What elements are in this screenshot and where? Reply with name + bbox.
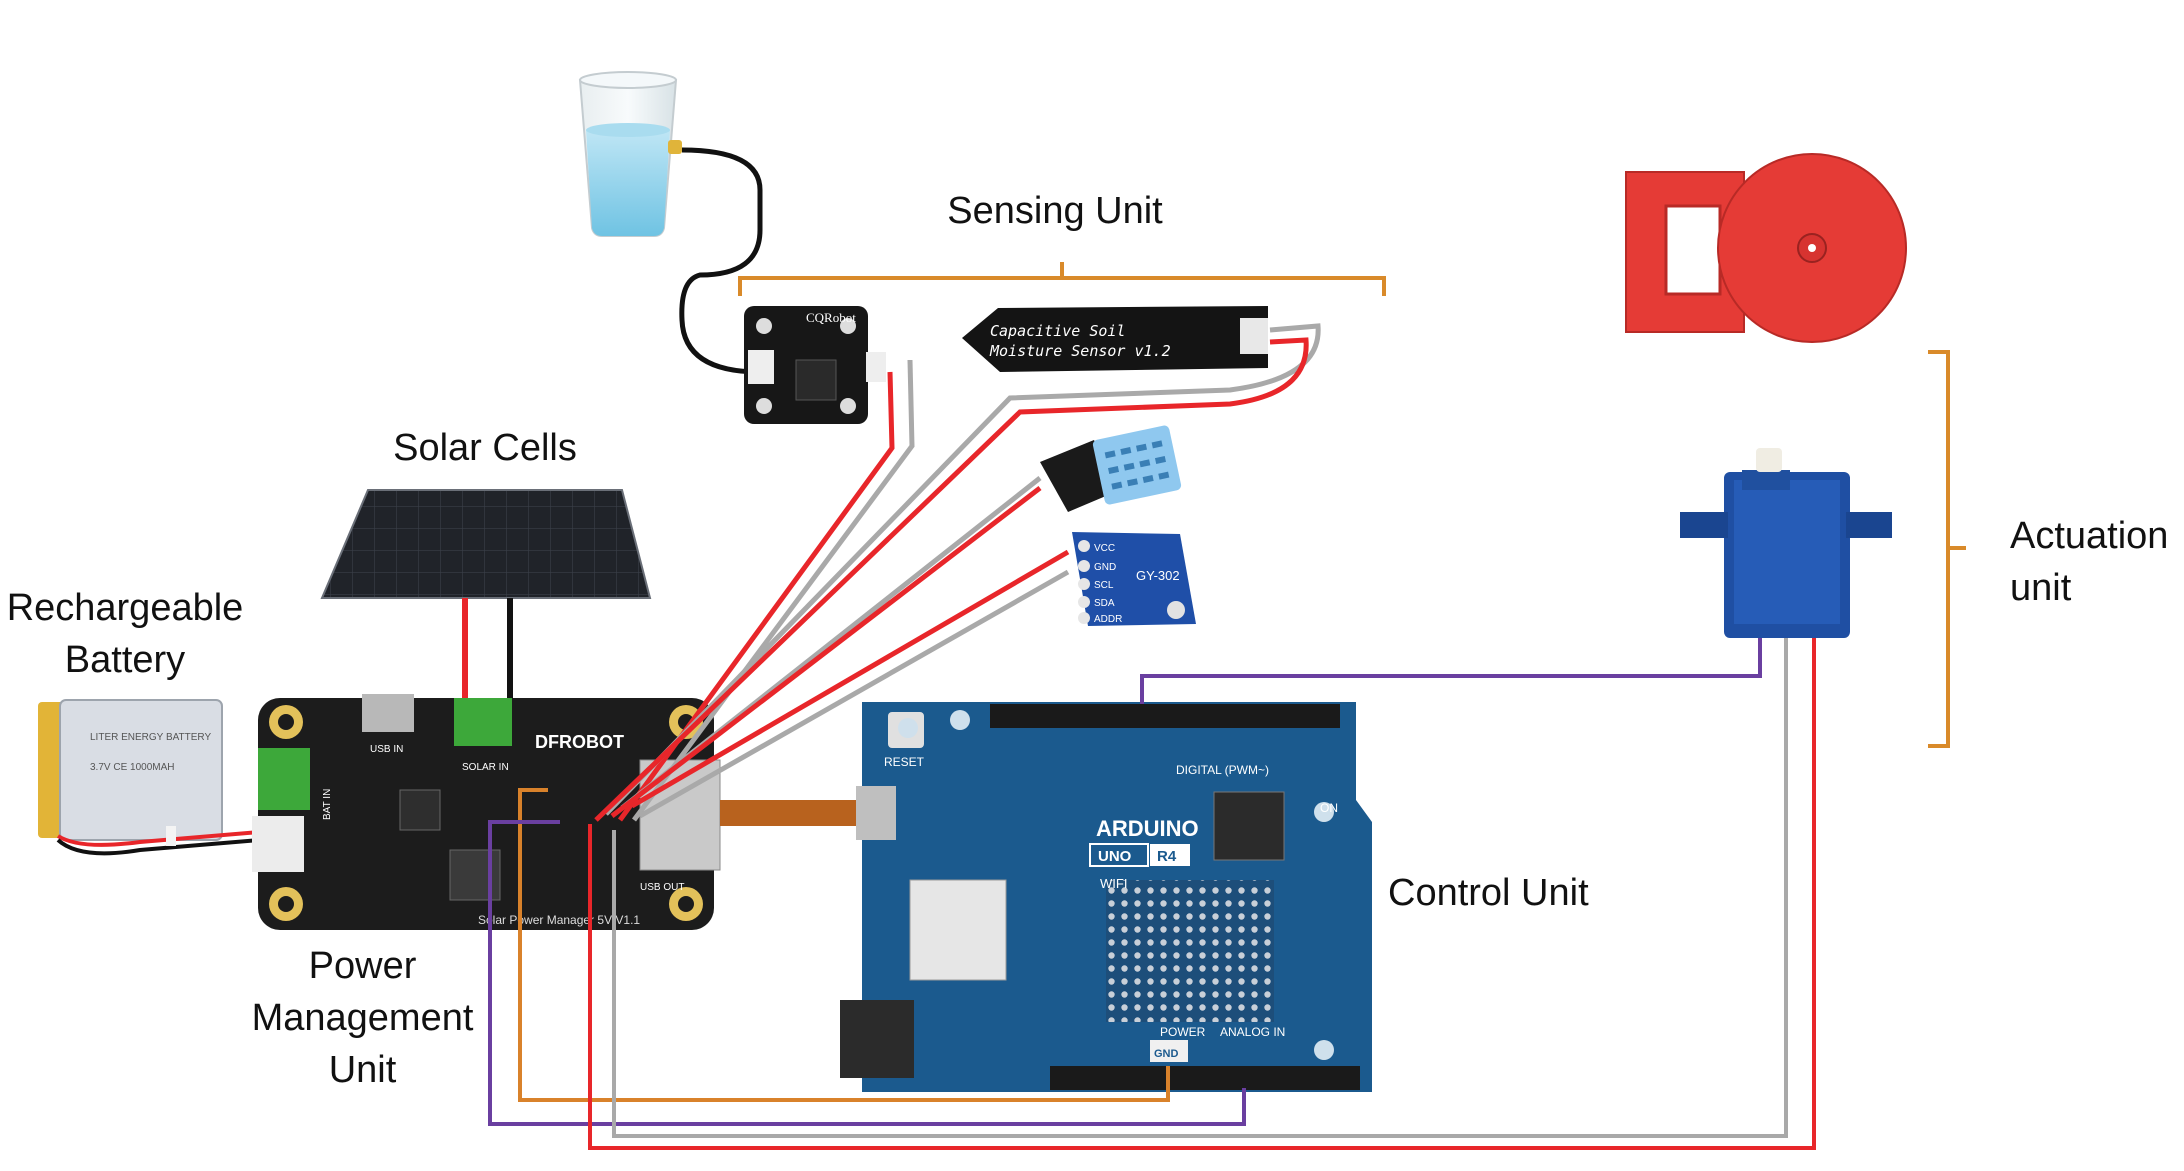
uno-text: UNO xyxy=(1098,848,1132,865)
power-management-unit-label: Power Management Unit xyxy=(251,945,474,1091)
light-sensor-gy302: VCC GND SCL SDA ADDR GY-302 xyxy=(1072,532,1196,626)
pmu-usb-out: USB OUT xyxy=(640,882,684,893)
gy-pin-scl: SCL xyxy=(1094,580,1114,591)
gy-model: GY-302 xyxy=(1136,568,1180,583)
soil-line2: Moisture Sensor v1.2 xyxy=(989,342,1171,360)
gy-pin-gnd: GND xyxy=(1094,562,1116,573)
solar-cells-label: Solar Cells xyxy=(393,427,577,469)
purple-signal-wire xyxy=(488,820,1246,1126)
servo-grey-wire xyxy=(612,634,1788,1138)
gy-pin-addr: ADDR xyxy=(1094,614,1122,625)
servo-motor xyxy=(1680,448,1892,638)
actuation-unit-bracket xyxy=(1928,350,1966,748)
rechargeable-battery: LITER ENERGY BATTERY 3.7V CE 1000MAH xyxy=(38,699,223,841)
sensing-unit-bracket xyxy=(738,262,1386,296)
servo-red-wire xyxy=(588,634,1816,1150)
pmu-bat-in: BAT IN xyxy=(322,789,333,820)
sensor-wiring xyxy=(594,323,1321,822)
gy-pin-sda: SDA xyxy=(1094,598,1115,609)
pmu-solar-in: SOLAR IN xyxy=(462,762,509,773)
reset-text: RESET xyxy=(884,755,925,769)
rechargeable-battery-label: Rechargeable Battery xyxy=(6,587,244,681)
dht-temperature-humidity-sensor xyxy=(1040,425,1182,512)
dfrobot-text: DFROBOT xyxy=(535,732,624,752)
control-unit-label: Control Unit xyxy=(1388,872,1589,914)
usb-cable xyxy=(720,800,860,826)
pmu-model: Solar Power Manager 5V V1.1 xyxy=(478,913,640,927)
gy-pin-vcc: VCC xyxy=(1094,543,1115,554)
battery-print: LITER ENERGY BATTERY xyxy=(90,732,211,743)
sensing-unit-label: Sensing Unit xyxy=(947,190,1163,232)
servo-signal-wire xyxy=(1140,632,1762,704)
cqrobot-text: CQRobot xyxy=(806,310,856,325)
battery-spec: 3.7V CE 1000MAH xyxy=(90,762,175,773)
on-text: ON xyxy=(1320,801,1338,815)
pmu-usb-in: USB IN xyxy=(370,744,403,755)
actuation-unit-label: Actuation unit xyxy=(2010,510,2184,614)
soil-moisture-sensor: Capacitive Soil Moisture Sensor v1.2 xyxy=(962,306,1268,372)
r4-text: R4 xyxy=(1157,848,1177,865)
gnd-text: GND xyxy=(1154,1048,1179,1060)
arduino-text: ARDUINO xyxy=(1096,816,1199,841)
battery-black-wire xyxy=(56,838,261,856)
water-level-sensor: CQRobot xyxy=(744,306,886,424)
wifi-text: WIFI xyxy=(1100,876,1127,891)
orange-ground-wire xyxy=(518,788,1170,1102)
power-text: POWER xyxy=(1160,1025,1206,1039)
water-glass-icon xyxy=(578,71,682,237)
actuation-label-line1: Actuation xyxy=(2010,515,2169,557)
water-sensor-cable xyxy=(679,147,763,375)
soil-line1: Capacitive Soil xyxy=(990,322,1125,340)
arduino-uno-r4-board: ARDUINO UNO R4 WIFI DIGITAL (PWM~) ANALO… xyxy=(840,702,1372,1092)
solar-panel xyxy=(320,489,652,599)
battery-red-wire xyxy=(56,830,261,847)
servo-mount-part xyxy=(1625,153,1907,343)
actuation-label-line2: unit xyxy=(2010,567,2072,609)
digital-text: DIGITAL (PWM~) xyxy=(1176,763,1269,777)
analog-text: ANALOG IN xyxy=(1220,1025,1285,1039)
